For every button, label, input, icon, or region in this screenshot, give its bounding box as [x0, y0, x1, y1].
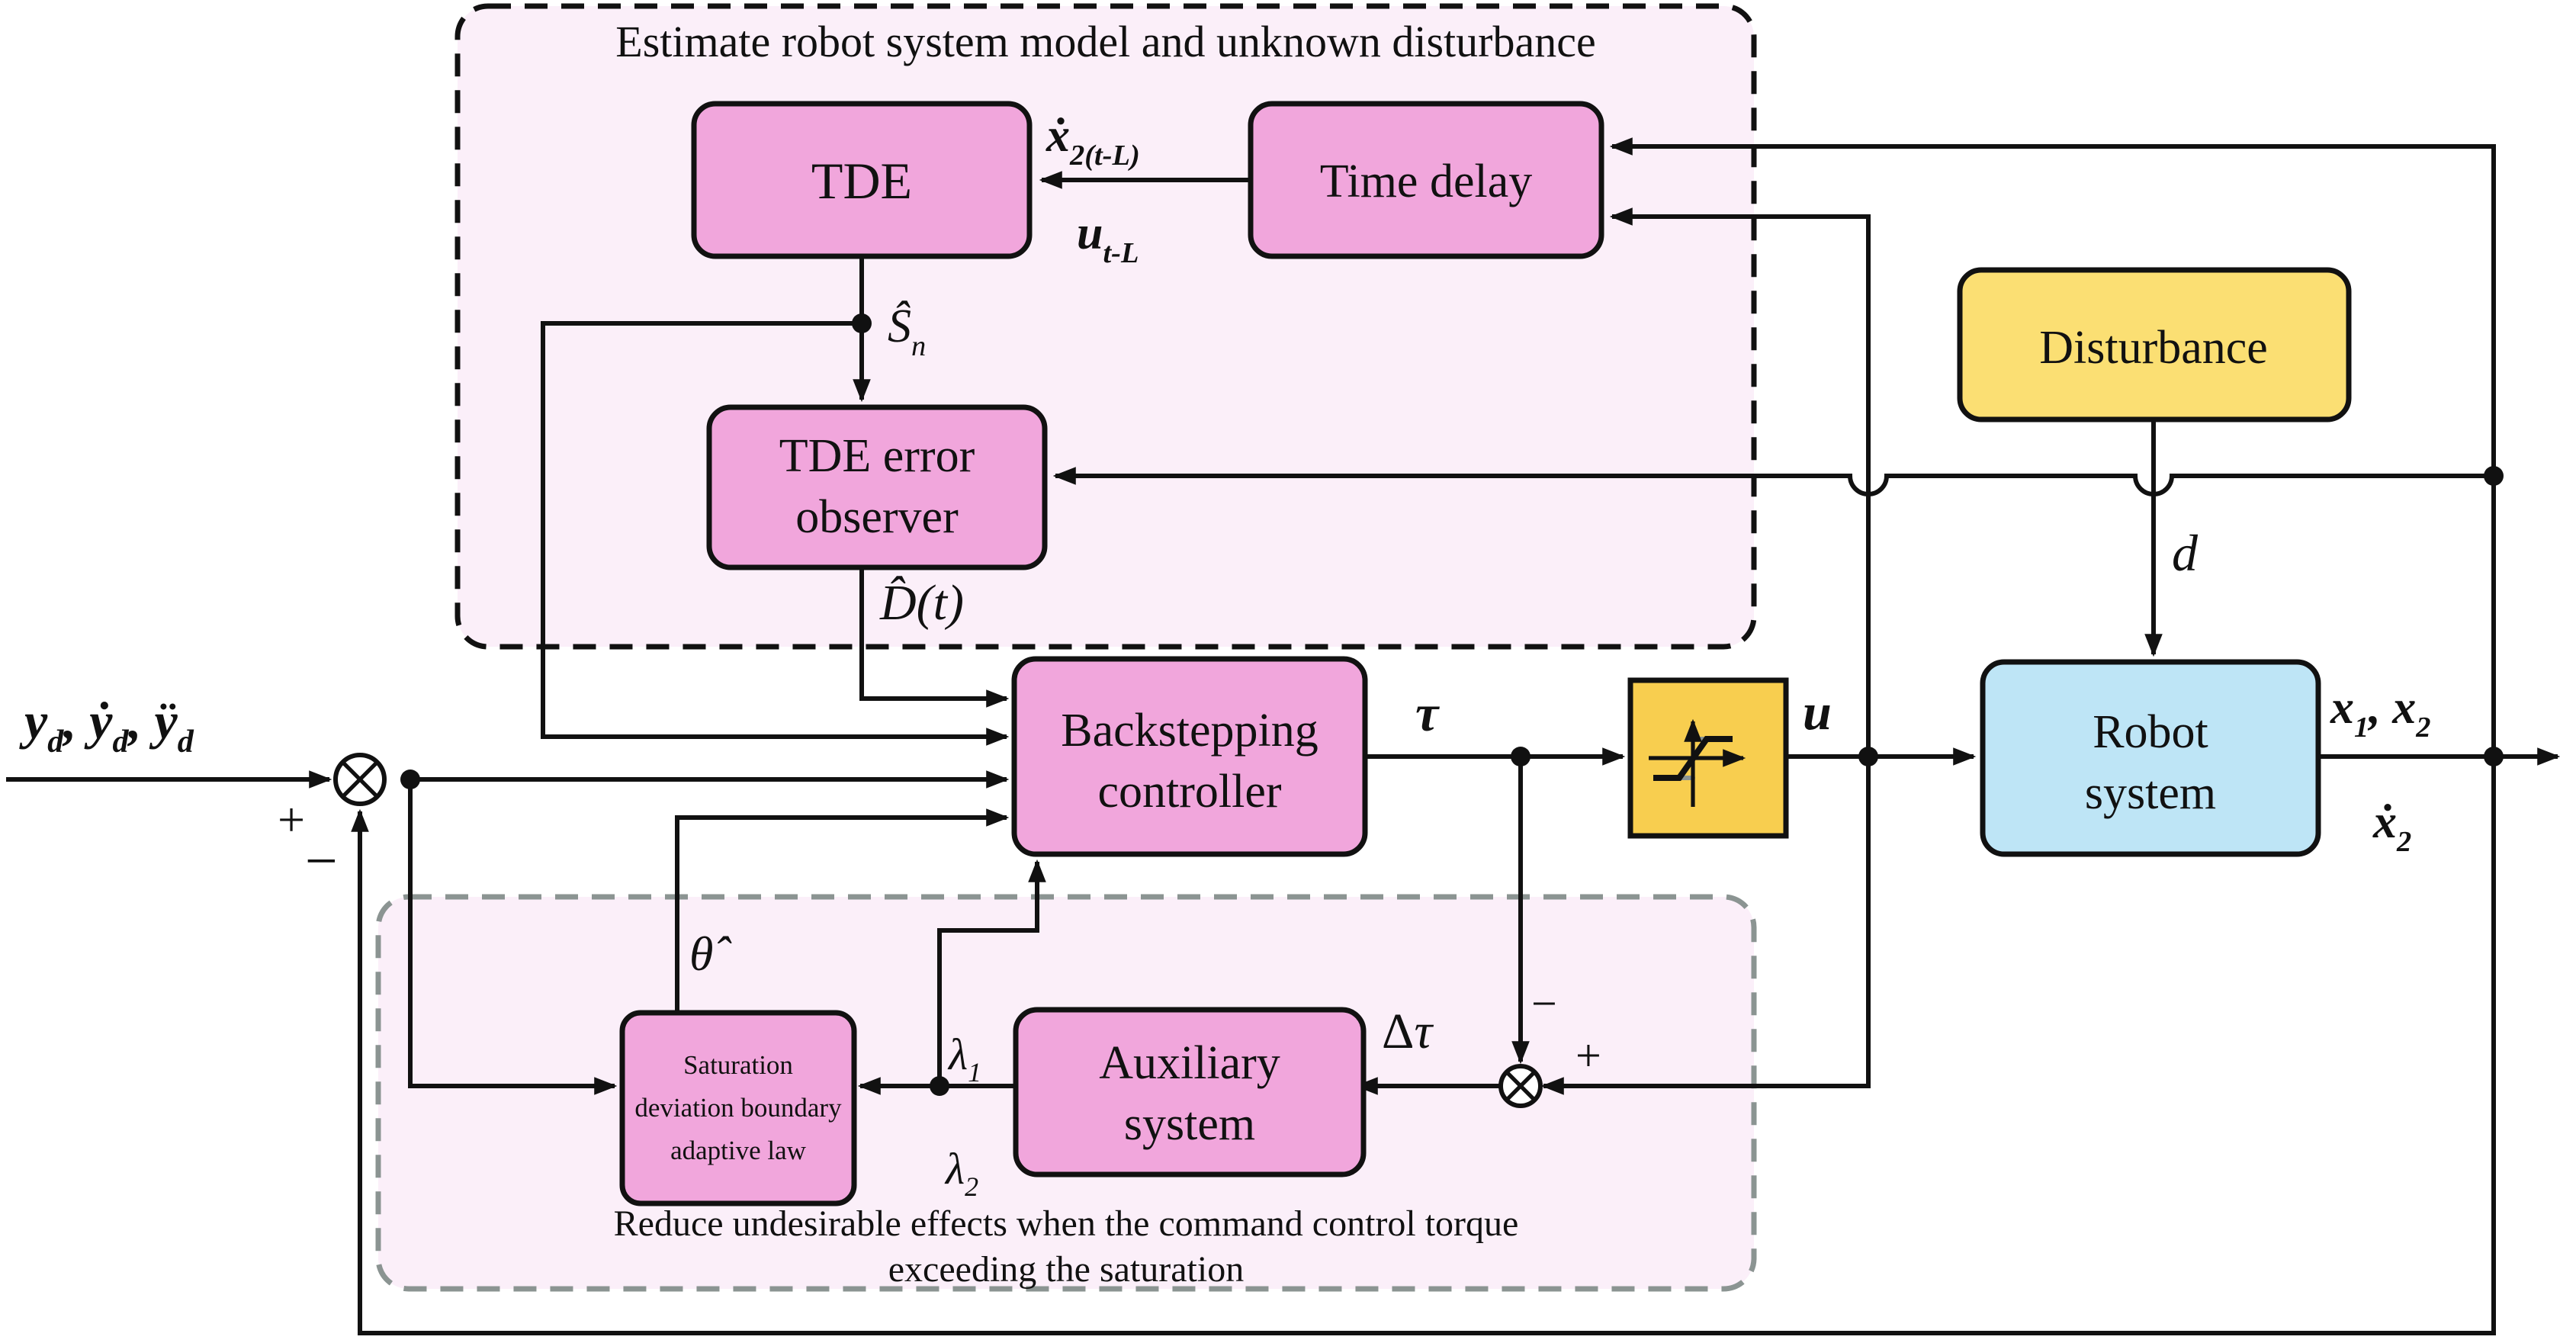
saturation-block: [1627, 677, 1789, 839]
sat-minus-sign: −: [1531, 978, 1557, 1029]
error-branch-dot: [400, 769, 420, 789]
time-delay-label: Time delay: [1320, 156, 1532, 207]
robot-system-label-line2: system: [2085, 767, 2216, 819]
u-delayed-label: ut-L: [1077, 207, 1139, 269]
tde-error-observer-box: [706, 404, 1048, 570]
u-branch-dot: [1858, 747, 1878, 766]
robot-system-label-line1: Robot: [2093, 706, 2208, 758]
adaptive-law-label-line2: deviation boundary: [634, 1093, 842, 1123]
time-delay-box: [1248, 101, 1604, 259]
disturbance-box: [1957, 267, 2352, 422]
output-branch-dot: [2484, 747, 2504, 766]
u-label: u: [1803, 683, 1832, 741]
xdot2-label: ẋ2: [2372, 796, 2411, 858]
xdot-delayed-label: ẋ2(t-L): [1045, 110, 1140, 172]
saturation-group-caption-line2: exceeding the saturation: [888, 1249, 1244, 1290]
tde-box: [691, 101, 1033, 259]
tde-block: TDE: [691, 101, 1033, 259]
sn-hat-label: Ŝn: [888, 300, 926, 362]
auxiliary-system-block: Auxiliary system: [1013, 1007, 1367, 1178]
saturation-group-caption-line1: Reduce undesirable effects when the comm…: [614, 1203, 1519, 1244]
outer-feedback-arrow: [351, 757, 2496, 1335]
theta-hat-arrow: [675, 808, 1010, 1013]
saturation-summing-junction: [1498, 1064, 1543, 1108]
d-label: d: [2172, 524, 2199, 582]
disturbance-block: Disturbance: [1957, 267, 2352, 422]
auxiliary-system-box: [1013, 1007, 1367, 1178]
adaptive-law-label-line1: Saturation: [683, 1050, 793, 1080]
saturation-adaptive-law-box: [619, 1010, 857, 1206]
tau-branch-dot: [1511, 747, 1531, 766]
delta-tau-label: Δτ: [1382, 1004, 1434, 1059]
saturation-adaptive-law-block: Saturation deviation boundary adaptive l…: [619, 1010, 857, 1206]
estimator-group-caption: Estimate robot system model and unknown …: [615, 17, 1595, 66]
ref-minus-sign: −: [305, 829, 338, 893]
lambda2-label: λ2: [944, 1144, 978, 1202]
dhat-output-arrow: [859, 567, 1010, 708]
robot-system-block: Robot system: [1980, 659, 2321, 857]
u-feedback-up-arrow: [1609, 207, 1871, 757]
observer-feedback-dot: [2484, 466, 2504, 486]
error-branch-to-adaptive-arrow: [408, 779, 618, 1095]
robot-system-box: [1980, 659, 2321, 857]
auxiliary-system-label-line1: Auxiliary: [1099, 1037, 1280, 1089]
saturation-icon: [1649, 718, 1746, 807]
disturbance-label: Disturbance: [2039, 322, 2268, 374]
observer-feedback-arrow: [1052, 467, 2494, 496]
lambda1-label: λ1: [947, 1030, 981, 1088]
u-feedback-down-arrow: [1540, 757, 1871, 1095]
adaptive-law-label-line3: adaptive law: [670, 1136, 807, 1165]
reference-summing-junction: [333, 753, 387, 806]
saturation-icon-curve: [1653, 736, 1733, 781]
state-feedback-top-arrow: [1609, 137, 2496, 757]
state-output-label: x1, x2: [2330, 682, 2430, 744]
time-delay-block: Time delay: [1248, 101, 1604, 259]
sn-branch-dot: [852, 313, 872, 333]
ref-plus-sign: +: [278, 792, 305, 847]
backstepping-box: [1011, 656, 1368, 857]
backstepping-label-line1: Backstepping: [1061, 705, 1319, 757]
d-hat-label: D̂(t): [879, 575, 964, 631]
tde-label: TDE: [811, 152, 912, 210]
reference-input-label: yd, ẏd, ÿd: [19, 692, 194, 760]
backstepping-label-line2: controller: [1097, 766, 1281, 818]
tau-label: τ: [1415, 684, 1440, 742]
tde-error-observer-label-line2: observer: [795, 491, 959, 543]
tde-error-observer-label-line1: TDE error: [779, 430, 975, 482]
backstepping-controller-block: Backstepping controller: [1011, 656, 1368, 857]
sn-branch-arrow: [541, 321, 1010, 746]
tde-error-observer-block: TDE error observer: [706, 404, 1048, 570]
auxiliary-system-label-line2: system: [1124, 1098, 1255, 1150]
lambda-branch-dot: [930, 1076, 949, 1096]
lambda-up-arrow: [937, 859, 1046, 1086]
sat-plus-sign: +: [1575, 1030, 1601, 1081]
